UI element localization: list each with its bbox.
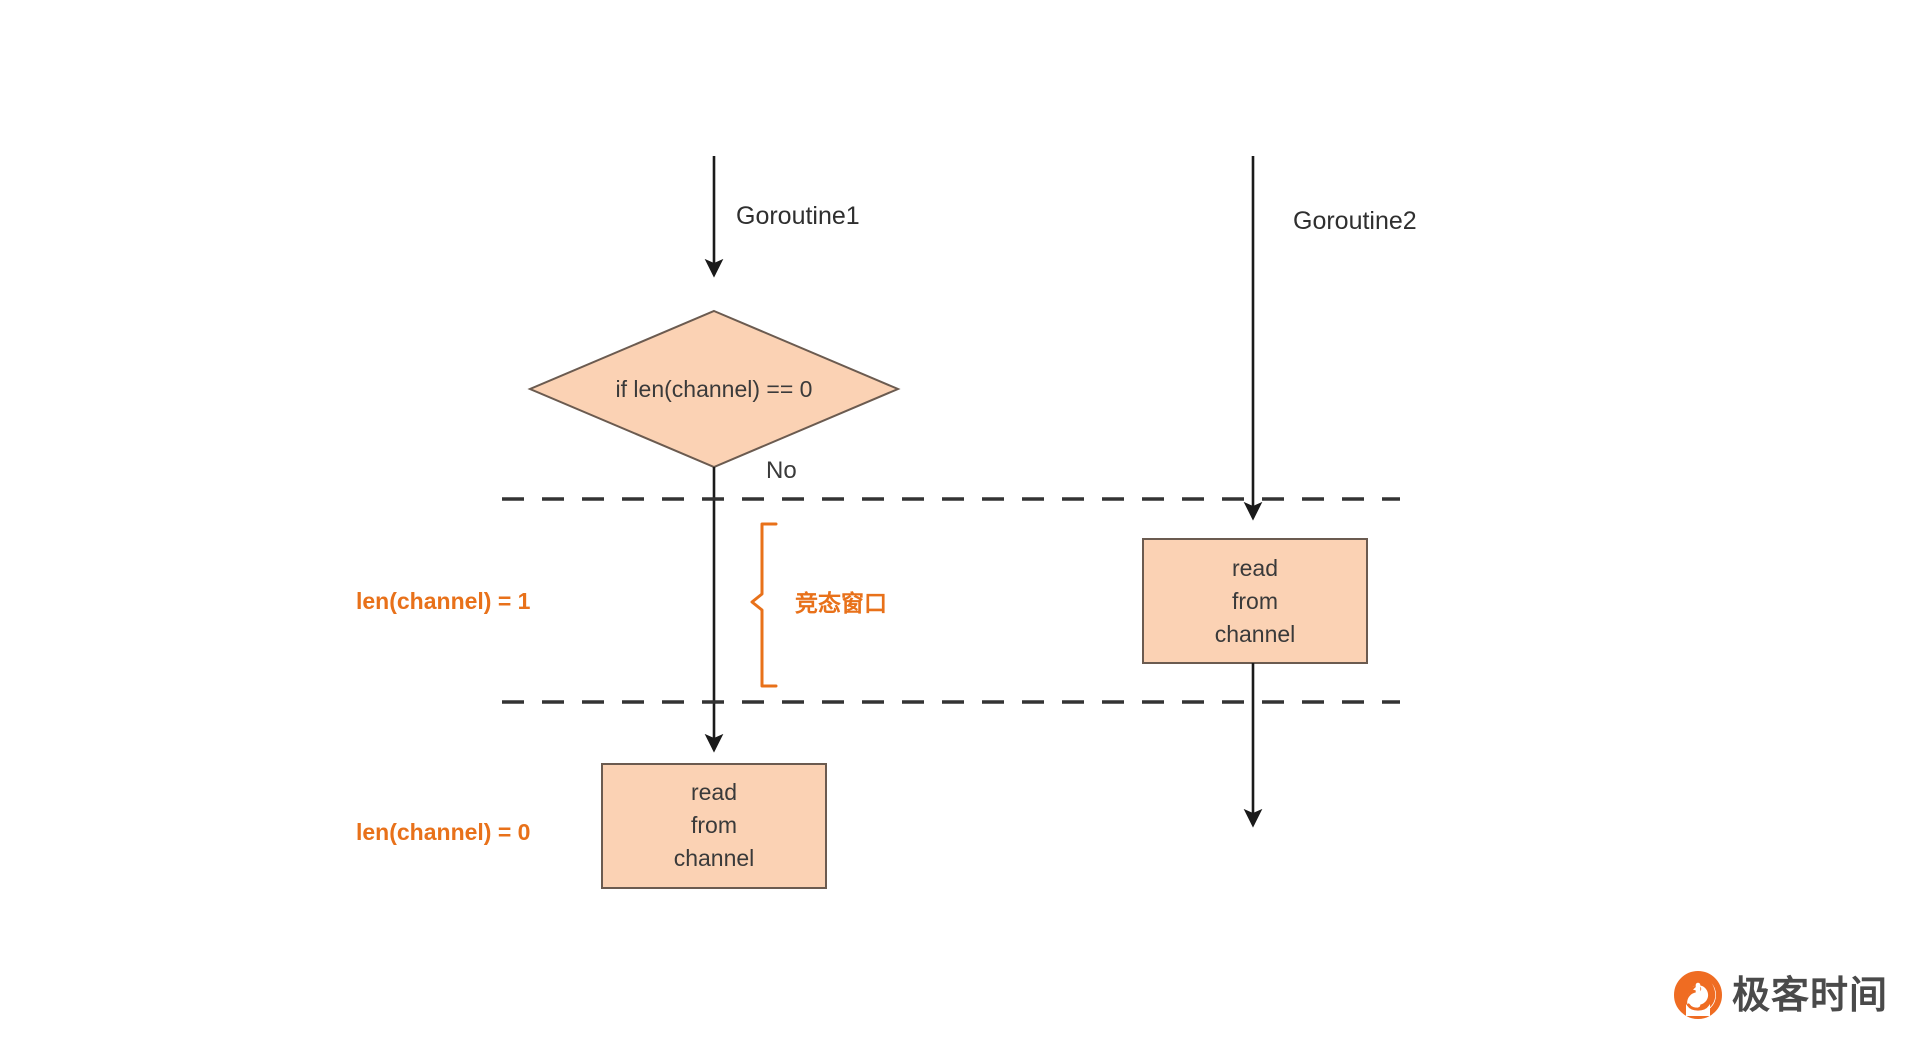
read-box-left-line-3: channel	[674, 845, 755, 871]
read-from-channel-box-left	[601, 763, 827, 889]
annotation-race-window: 竞态窗口	[795, 590, 887, 616]
read-box-left-line-1: read	[691, 779, 737, 805]
read-box-right-line-3: channel	[1215, 621, 1296, 647]
annotation-len-channel-0: len(channel) = 0	[356, 819, 530, 845]
lane-label-goroutine2: Goroutine2	[1293, 207, 1417, 235]
read-box-right-line-2: from	[1232, 588, 1278, 614]
lane-label-goroutine1: Goroutine1	[736, 202, 860, 230]
geektime-logo-icon	[1673, 971, 1722, 1019]
read-box-right-line-1: read	[1232, 555, 1278, 581]
read-box-left-line-2: from	[691, 812, 737, 838]
watermark-label: 极客时间	[1731, 973, 1888, 1017]
watermark: 极客时间	[1673, 971, 1888, 1019]
race-window-brace	[750, 522, 778, 688]
decision-diamond-label: if len(channel) == 0	[616, 376, 813, 402]
annotation-len-channel-1: len(channel) = 1	[356, 588, 531, 614]
read-from-channel-box-right	[1142, 538, 1368, 664]
edge-label-no: No	[766, 457, 797, 484]
